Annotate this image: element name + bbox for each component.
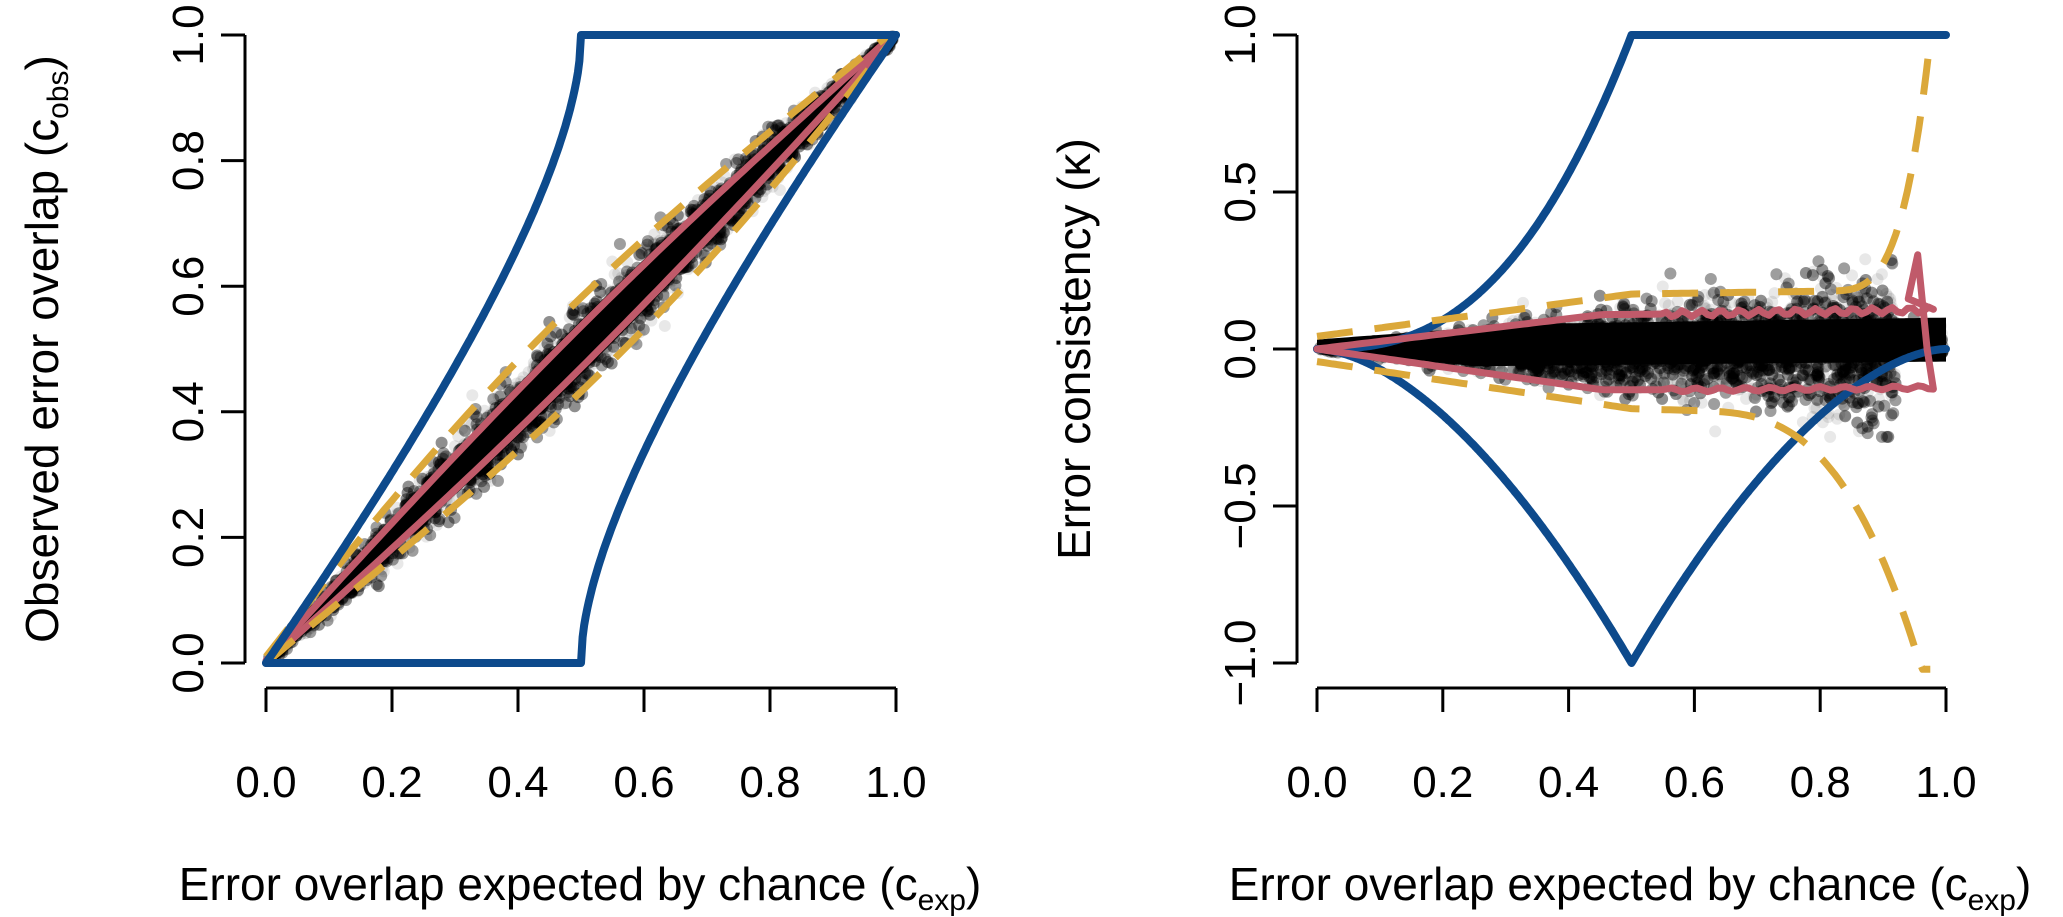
left-scatter-point bbox=[760, 182, 773, 195]
left-scatter-point bbox=[538, 341, 551, 354]
left-scatter-point bbox=[645, 314, 658, 327]
left-scatter-point bbox=[430, 518, 443, 531]
left-scatter-point bbox=[652, 296, 665, 309]
left-scatter-point bbox=[603, 346, 616, 359]
left-scatter-point bbox=[608, 268, 621, 281]
left-scatter-point bbox=[717, 226, 730, 239]
left-scatter-point bbox=[563, 311, 576, 324]
left-scatter-point bbox=[691, 194, 704, 207]
left-scatter-point bbox=[648, 237, 661, 250]
left-scatter-point bbox=[466, 389, 479, 402]
left-scatter-point bbox=[674, 211, 687, 224]
left-scatter-point bbox=[772, 119, 785, 132]
left-scatter-point bbox=[721, 223, 734, 236]
left-scatter-point bbox=[758, 185, 771, 198]
left-scatter-point bbox=[391, 557, 404, 570]
left-scatter-point bbox=[574, 303, 587, 316]
left-scatter-point bbox=[516, 438, 529, 451]
left-scatter-point bbox=[556, 398, 569, 411]
left-scatter-point bbox=[465, 418, 478, 431]
left-scatter-point bbox=[452, 430, 465, 443]
left-scatter-point bbox=[658, 319, 671, 332]
left-scatter-point bbox=[638, 242, 651, 255]
left-scatter-point bbox=[472, 473, 485, 486]
left-scatter-point bbox=[773, 183, 786, 196]
left-scatter-point bbox=[640, 244, 653, 257]
left-scatter-point bbox=[612, 267, 625, 280]
left-scatter-points bbox=[263, 30, 899, 667]
left-scatter-point bbox=[484, 474, 497, 487]
